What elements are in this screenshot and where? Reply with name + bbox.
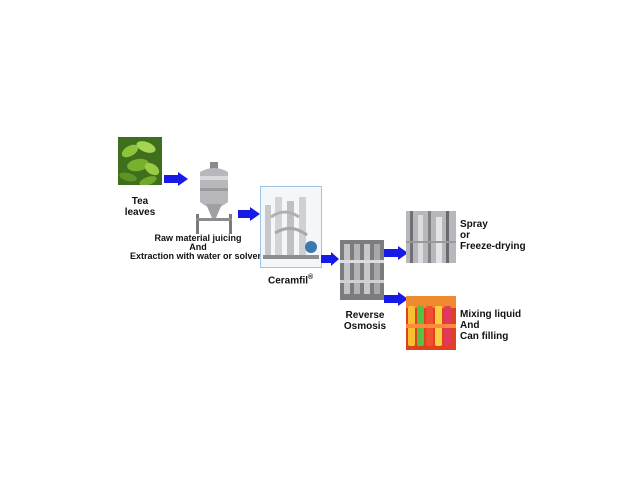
- ceramfil-unit-photo: [260, 186, 322, 268]
- spray-line2: or: [460, 230, 470, 241]
- spray-line1: Spray: [460, 219, 488, 230]
- tea-leaves-label: Tea leaves: [120, 196, 160, 218]
- spray-dryer-photo: [406, 211, 456, 263]
- arrow-right-icon: [384, 246, 408, 260]
- mixing-line1: Mixing liquid: [460, 309, 522, 320]
- ceramfil-label: Ceramfil®: [268, 272, 313, 286]
- reverse-osmosis-label: Reverse Osmosis: [340, 310, 390, 332]
- bottles-photo: [406, 296, 456, 350]
- ceramfil-text: Ceramfil: [268, 275, 309, 287]
- extraction-line2: And: [189, 242, 207, 252]
- extraction-line1: Raw material juicing: [154, 233, 242, 243]
- mixing-line2: And: [460, 320, 480, 331]
- extraction-label: Raw material juicing And Extraction with…: [128, 234, 268, 261]
- extraction-line3: Extraction with water or solvent: [129, 251, 267, 261]
- ro-line1: Reverse: [345, 310, 385, 321]
- mixing-label: Mixing liquid And Can filling: [460, 309, 521, 342]
- arrow-right-icon: [238, 207, 260, 221]
- extraction-tank-photo: [192, 162, 236, 234]
- arrow-right-icon: [384, 292, 408, 306]
- arrow-right-icon: [321, 252, 339, 266]
- mixing-line3: Can filling: [460, 331, 509, 342]
- spray-label: Spray or Freeze-drying: [460, 219, 526, 252]
- tea-label-line2: leaves: [124, 207, 156, 218]
- ro-line2: Osmosis: [343, 321, 387, 332]
- tea-label-line1: Tea: [131, 196, 149, 207]
- reverse-osmosis-photo: [340, 240, 384, 300]
- arrow-right-icon: [164, 172, 188, 186]
- registered-mark: ®: [308, 274, 314, 281]
- tea-leaves-photo: [118, 137, 162, 185]
- spray-line3: Freeze-drying: [460, 241, 526, 252]
